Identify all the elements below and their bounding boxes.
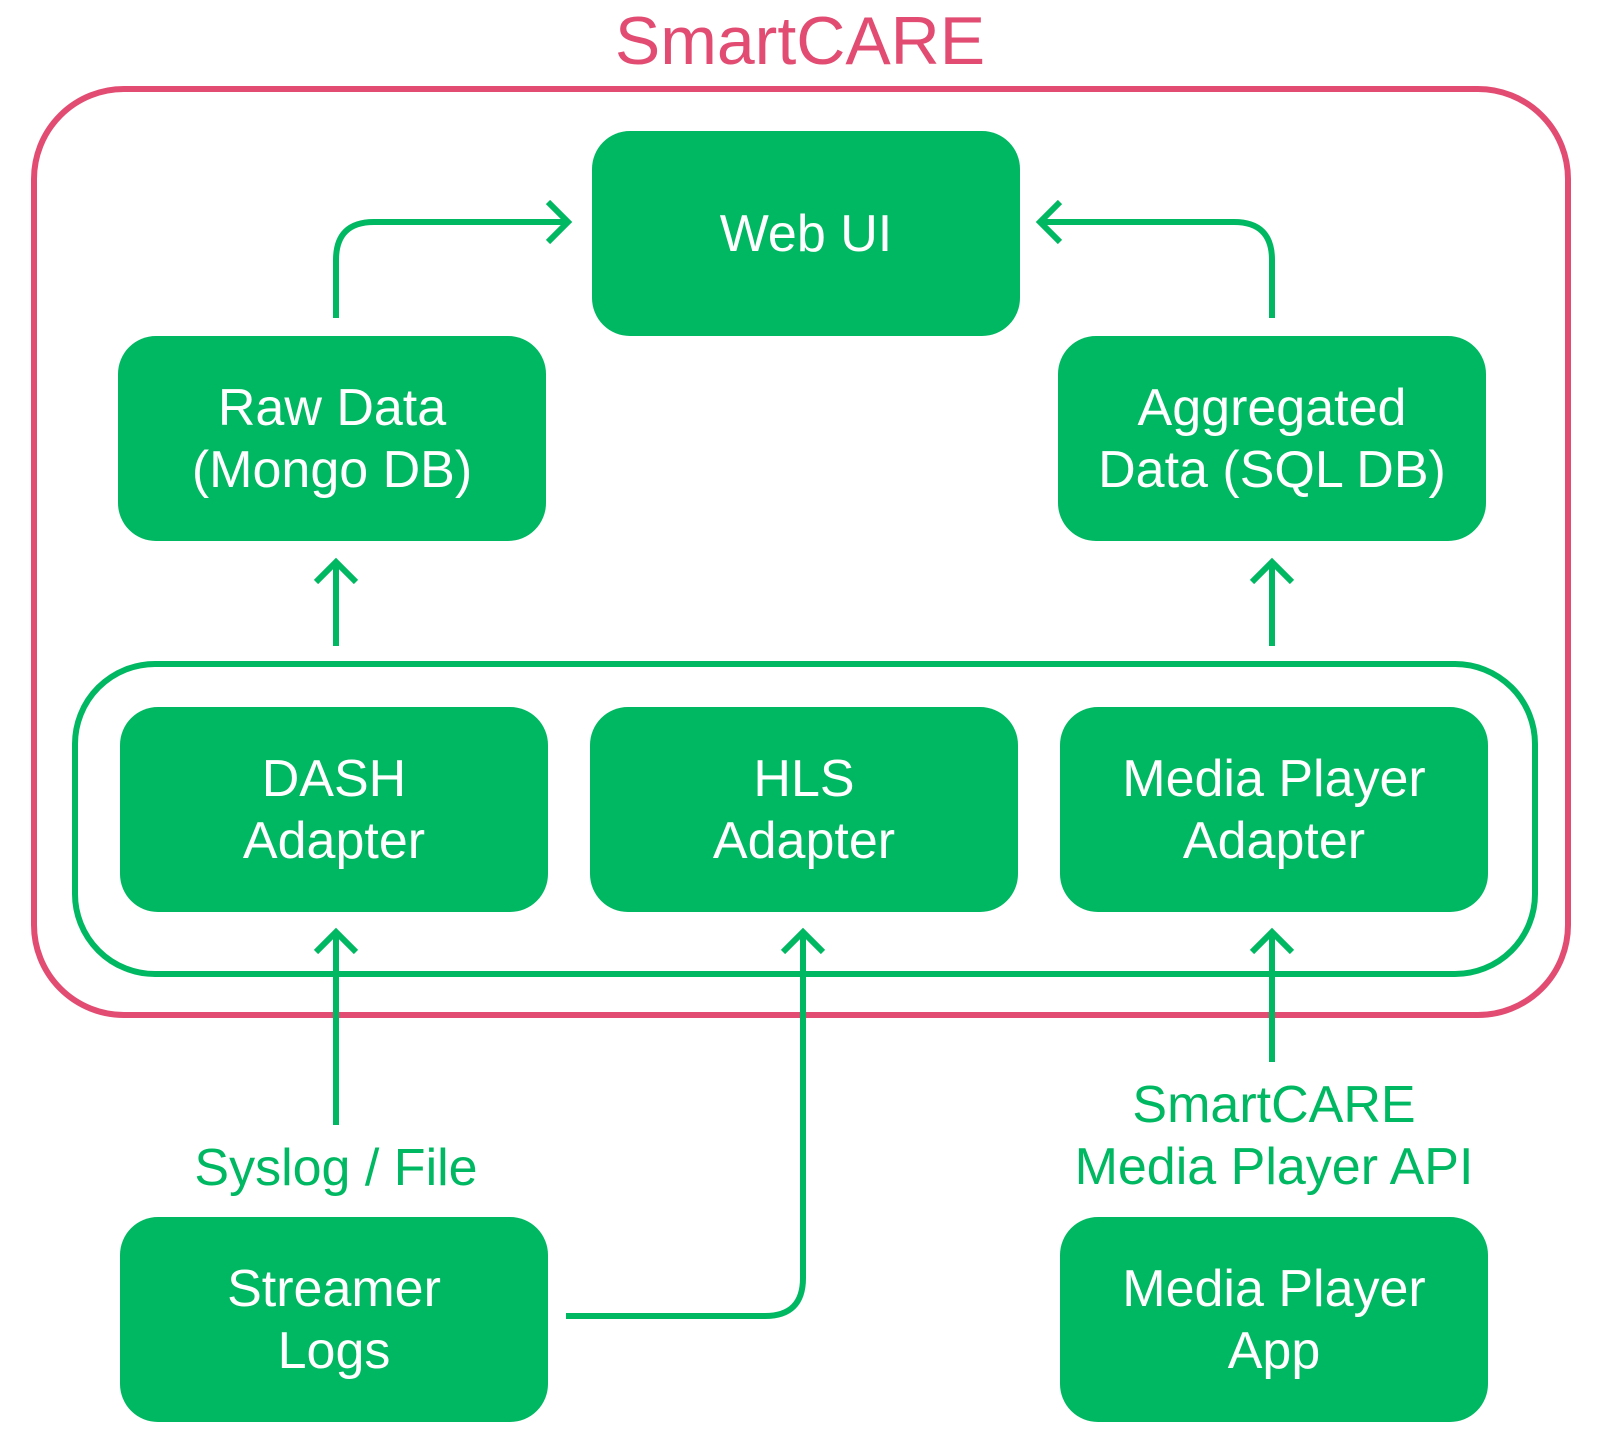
aggregated-data-node: Aggregated Data (SQL DB) <box>1058 336 1486 541</box>
arrow-agg-to-webui <box>1035 199 1275 318</box>
arrow-logs-to-hls <box>566 927 826 1319</box>
media-player-app-node: Media Player App <box>1060 1217 1488 1422</box>
arrow-syslog-to-dash <box>313 927 359 1125</box>
arrow-raw-to-webui <box>333 199 573 318</box>
web-ui-node: Web UI <box>592 131 1020 336</box>
diagram-title: SmartCARE <box>614 3 986 79</box>
arrow-adapters-to-raw <box>313 557 359 646</box>
api-label: SmartCARE Media Player API <box>1074 1076 1474 1196</box>
arrow-api-to-mpadapter <box>1249 927 1295 1062</box>
media-player-adapter-node: Media Player Adapter <box>1060 707 1488 912</box>
streamer-logs-node: Streamer Logs <box>120 1217 548 1422</box>
syslog-label: Syslog / File <box>194 1139 478 1197</box>
arrow-adapters-to-agg <box>1249 557 1295 646</box>
raw-data-node: Raw Data (Mongo DB) <box>118 336 546 541</box>
dash-adapter-node: DASH Adapter <box>120 707 548 912</box>
hls-adapter-node: HLS Adapter <box>590 707 1018 912</box>
